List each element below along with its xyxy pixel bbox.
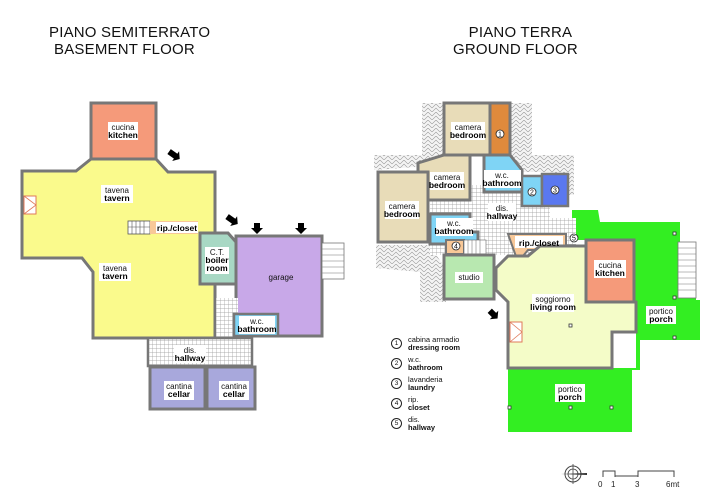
svg-text:bedroom: bedroom [429,180,466,190]
ground-title-it: PIANO TERRA [468,24,573,41]
svg-text:portico: portico [649,307,674,316]
svg-text:porch: porch [649,314,673,324]
svg-text:bedroom: bedroom [384,209,421,219]
svg-text:w.c.: w.c. [249,317,264,326]
svg-text:hallway: hallway [175,353,206,363]
scale-bar [602,470,675,477]
ground-title: PIANO TERRA GROUND FLOOR [453,24,578,58]
svg-text:1: 1 [498,132,502,139]
svg-text:rip./closet: rip./closet [157,223,197,233]
svg-text:boiler: boiler [205,255,229,265]
svg-text:cantina: cantina [221,382,247,391]
svg-text:portico: portico [558,385,583,394]
svg-text:cellar: cellar [223,389,246,399]
basement-title-en: BASEMENT FLOOR [54,41,195,58]
ground-dressing-room [488,101,512,157]
svg-text:dis.: dis. [496,204,508,213]
basement-tavern [20,157,217,340]
svg-text:tavern: tavern [104,193,130,203]
svg-text:w.c.: w.c. [494,171,509,180]
svg-text:room: room [206,263,228,273]
svg-text:hallway: hallway [487,211,518,221]
svg-text:bedroom: bedroom [450,130,487,140]
svg-text:dis.: dis. [184,346,196,355]
svg-text:4: 4 [454,244,458,251]
svg-text:camera: camera [455,123,482,132]
svg-text:cantina: cantina [166,382,192,391]
basement-title-it: PIANO SEMITERRATO [49,24,211,41]
svg-text:tavena: tavena [105,186,130,195]
svg-text:kitchen: kitchen [108,130,138,140]
svg-text:soggiorno: soggiorno [535,295,571,304]
svg-text:bathroom: bathroom [482,178,522,188]
compass-icon [561,464,587,484]
svg-text:studio: studio [458,273,480,282]
svg-text:bathroom: bathroom [434,226,474,236]
svg-text:w.c.: w.c. [446,219,461,228]
ground-plan: 1 2 3 4 5 camera bedroom camera bedroom … [374,101,700,432]
ground-title-en: GROUND FLOOR [453,41,578,58]
svg-text:bathroom: bathroom [237,324,277,334]
svg-text:tavern: tavern [102,271,128,281]
svg-text:5: 5 [572,236,576,243]
svg-text:camera: camera [389,202,416,211]
label-kitchen-it: cucina [111,123,135,132]
svg-text:C.T.: C.T. [210,248,224,257]
svg-text:rip./closet: rip./closet [519,238,559,248]
svg-text:camera: camera [434,173,461,182]
svg-text:living room: living room [530,302,576,312]
svg-text:cucina: cucina [598,261,622,270]
svg-text:2: 2 [530,190,534,197]
svg-text:kitchen: kitchen [595,268,625,278]
svg-text:3: 3 [553,188,557,195]
svg-text:porch: porch [558,392,582,402]
svg-text:garage: garage [269,273,294,282]
svg-text:cellar: cellar [168,389,191,399]
basement-title: PIANO SEMITERRATO BASEMENT FLOOR [49,24,210,58]
basement-plan: cucina kitchen tavena tavern rip./closet… [20,101,345,411]
svg-text:tavena: tavena [103,264,128,273]
